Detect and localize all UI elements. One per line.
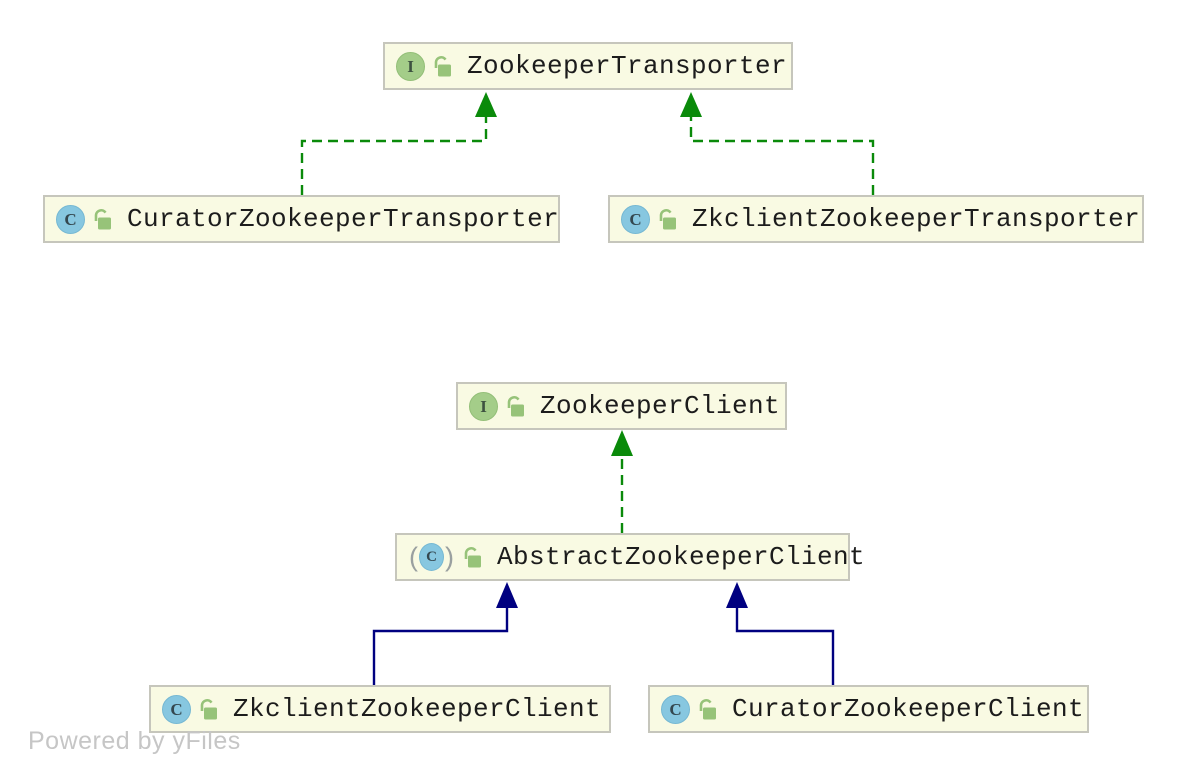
node-curator-zookeeper-transporter[interactable]: C CuratorZookeeperTransporter (43, 195, 560, 243)
node-label: ZkclientZookeeperTransporter (692, 204, 1141, 234)
interface-icon: I (469, 391, 498, 421)
implements-edge-zkclient-transporter[interactable] (680, 92, 875, 195)
class-icon: C (56, 204, 85, 234)
interface-icon: I (396, 51, 425, 81)
lock-icon (434, 55, 451, 76)
lock-icon (464, 546, 481, 567)
node-abstract-zookeeper-client[interactable]: ( C ) AbstractZookeeperClient (395, 533, 865, 581)
node-label: ZkclientZookeeperClient (233, 694, 602, 724)
node-zookeeper-client[interactable]: I ZookeeperClient (456, 382, 787, 430)
node-label: ZookeeperClient (540, 391, 781, 421)
abstract-paren-close: ) (445, 541, 454, 572)
node-label: AbstractZookeeperClient (497, 542, 866, 572)
class-icon: C (162, 694, 191, 724)
implements-edge-abstract-client[interactable] (611, 430, 633, 533)
lock-icon (659, 208, 676, 229)
abstract-class-icon: C (419, 543, 444, 571)
abstract-paren-open: ( (409, 541, 418, 572)
lock-icon (507, 395, 524, 416)
lock-icon (94, 208, 111, 229)
extends-edge-zkclient-client[interactable] (372, 582, 518, 685)
node-zkclient-zookeeper-client[interactable]: C ZkclientZookeeperClient (149, 685, 611, 733)
lock-icon (699, 698, 716, 719)
extends-edge-curator-client[interactable] (726, 582, 835, 685)
node-zookeeper-transporter[interactable]: I ZookeeperTransporter (383, 42, 793, 90)
lock-icon (200, 698, 217, 719)
node-label: CuratorZookeeperClient (732, 694, 1085, 724)
node-zkclient-zookeeper-transporter[interactable]: C ZkclientZookeeperTransporter (608, 195, 1144, 243)
node-label: ZookeeperTransporter (467, 51, 788, 81)
class-icon: C (661, 694, 690, 724)
node-curator-zookeeper-client[interactable]: C CuratorZookeeperClient (648, 685, 1089, 733)
yfiles-watermark: Powered by yFiles (28, 727, 241, 755)
class-icon: C (621, 204, 650, 234)
implements-edge-curator-transporter[interactable] (300, 92, 497, 195)
node-label: CuratorZookeeperTransporter (127, 204, 560, 234)
